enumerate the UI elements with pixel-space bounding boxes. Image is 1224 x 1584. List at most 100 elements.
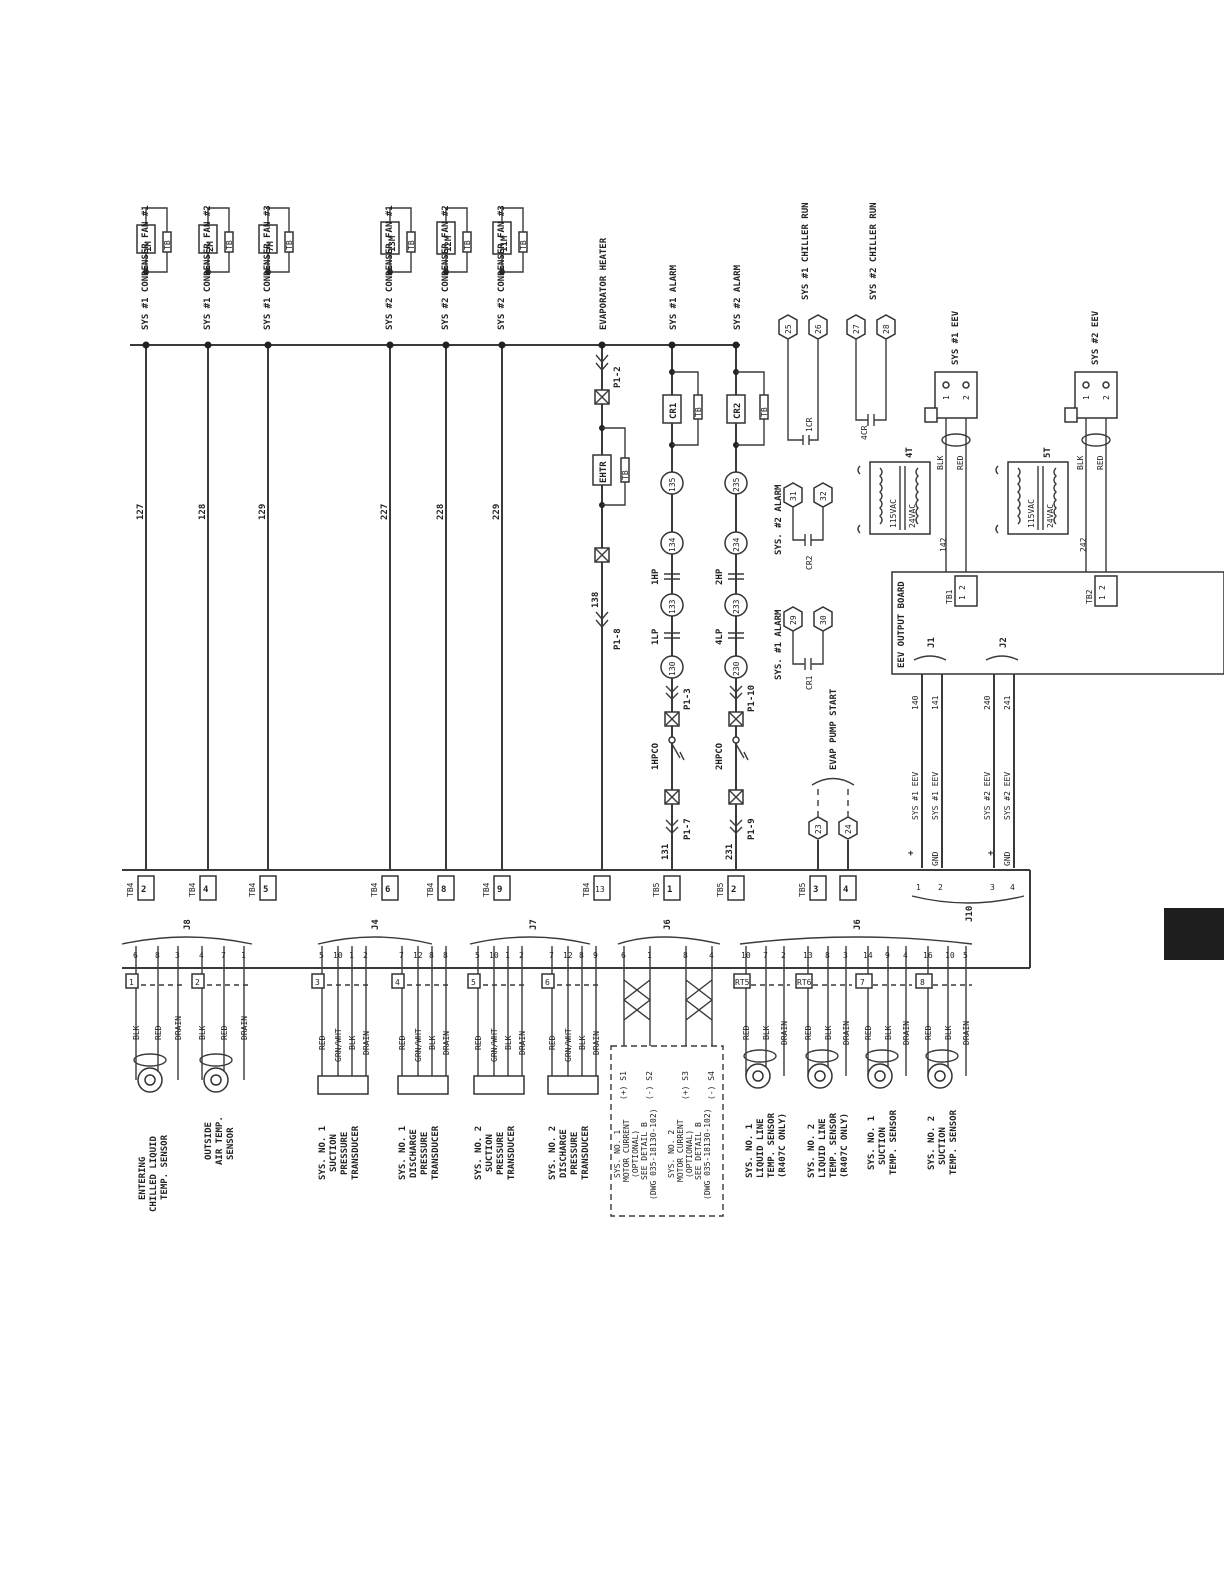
conn-j4: J4	[371, 919, 381, 930]
alarm-contact-1-contact: CR1	[805, 675, 814, 690]
alarm-2-n4: 230	[732, 661, 741, 676]
alarm-contact-1-b: 30	[819, 615, 828, 625]
eev-2-sig: SYS #2 EEV	[983, 772, 992, 820]
svg-text:5: 5	[319, 951, 324, 960]
svg-text:1: 1	[241, 951, 246, 960]
eev-1-sec: 24VAC	[908, 504, 917, 528]
alarm-2-coil: CR2	[733, 403, 743, 419]
tb-label-6: TB4	[482, 882, 491, 897]
alarm-1-n3: 133	[668, 599, 677, 614]
svg-text:RED: RED	[220, 1025, 229, 1040]
alarm-contact-1-label: SYS. #1 ALARM	[774, 609, 784, 680]
svg-text:RED: RED	[154, 1025, 163, 1040]
svg-text:OUTSIDE: OUTSIDE	[204, 1122, 214, 1160]
tb-label-1: TB4	[126, 882, 135, 897]
tb-label-2: TB4	[188, 882, 197, 897]
alarm-branch-2: SYS #2 ALARM CR2 TB 235 234 2HP 233 4LP …	[715, 264, 769, 870]
transducer-3: 5 5 10 1 2 RED GRN/WHT BLK DRAIN SYS. NO…	[467, 946, 527, 1180]
svg-text:5: 5	[471, 978, 476, 987]
eev-2: 1 2 SYS #2 EEV BLK RED 115VAC 24VAC 5T 2…	[995, 310, 1118, 572]
alarm-1-pc: 1HPCO	[651, 742, 661, 770]
svg-text:6: 6	[621, 951, 626, 960]
eev-2-w1: 240	[983, 695, 992, 710]
svg-text:BLK: BLK	[504, 1035, 513, 1050]
fan-6-coil: 11M	[500, 235, 510, 252]
fan-5-wire: 228	[436, 504, 446, 520]
fan-5-coil: 12M	[444, 235, 454, 252]
svg-text:RED: RED	[864, 1025, 873, 1040]
svg-text:SYS. NO. 1: SYS. NO. 1	[613, 1130, 622, 1178]
svg-text:7: 7	[399, 951, 404, 960]
svg-text:BLK: BLK	[824, 1025, 833, 1040]
evap-pump-start: 23 24 EVAP PUMP START	[808, 688, 858, 870]
tb-term-4: 6	[385, 885, 390, 895]
svg-text:BLK: BLK	[348, 1035, 357, 1050]
svg-text:MOTOR CURRENT: MOTOR CURRENT	[676, 1119, 685, 1182]
svg-text:1: 1	[505, 951, 510, 960]
heater-plug-b: P1-8	[613, 628, 623, 650]
chiller-run-1: 25 26 SYS #1 CHILLER RUN 1CR	[778, 202, 828, 445]
svg-text:PRESSURE: PRESSURE	[570, 1132, 580, 1175]
svg-text:TEMP. SENSOR: TEMP. SENSOR	[160, 1134, 170, 1200]
evap-pump-a: 23	[814, 824, 823, 834]
eev-1-wire: 142	[939, 537, 948, 552]
eev-2-w2: 241	[1003, 695, 1012, 710]
alarm-contact-2: 31 32 SYS. #2 ALARM CR2	[774, 482, 833, 570]
temp-sensor-r2: RT6 13 8 3 RED BLK DRAIN SYS. NO. 2 LIQU…	[795, 946, 852, 1178]
eev-board-label: EEV OUTPUT BOARD	[897, 581, 907, 668]
temp-sensor-r3: 7 14 9 4 RED BLK DRAIN SYS. NO. 1 SUCTIO…	[855, 946, 912, 1175]
alarm-2-label: SYS #2 ALARM	[733, 264, 743, 330]
svg-text:AIR TEMP.: AIR TEMP.	[215, 1116, 225, 1165]
svg-text:RED: RED	[398, 1035, 407, 1050]
tb2-pin2: 2	[1098, 585, 1107, 590]
eev-1-pin-1: 1	[942, 395, 951, 400]
alarm-2-pc: 2HPCO	[715, 742, 725, 770]
svg-text:DISCHARGE: DISCHARGE	[559, 1129, 569, 1178]
svg-text:TEMP. SENSOR: TEMP. SENSOR	[829, 1112, 839, 1178]
svg-text:2: 2	[519, 951, 524, 960]
svg-text:BLK: BLK	[428, 1035, 437, 1050]
svg-text:SUCTION: SUCTION	[329, 1134, 339, 1172]
chiller-run-2: 27 28 SYS #2 CHILLER RUN 4CR	[846, 202, 896, 440]
svg-text:(-) S2: (-) S2	[645, 1071, 654, 1100]
svg-text:12: 12	[413, 951, 423, 960]
heater-plug-a: P1-2	[613, 366, 623, 388]
chiller-run-1-a: 25	[784, 324, 793, 334]
fan-4-label: SYS #2 CONDENSER FAN #1	[385, 205, 395, 330]
tb-term-11: 4	[843, 885, 849, 895]
alarm-branch-1: SYS #1 ALARM CR1 TB 135 134 1HP 133 1LP …	[651, 264, 703, 870]
chiller-run-1-b: 26	[814, 324, 823, 334]
svg-text:10: 10	[489, 951, 499, 960]
svg-text:TRANSDUCER: TRANSDUCER	[431, 1125, 441, 1180]
eev-2-red: RED	[1096, 455, 1105, 470]
fan-branch-2: 2M TB SYS #1 CONDENSER FAN #2 128	[198, 205, 234, 870]
svg-text:BLK: BLK	[198, 1025, 207, 1040]
svg-text:SUCTION: SUCTION	[938, 1127, 948, 1165]
svg-text:8: 8	[579, 951, 584, 960]
svg-text:9: 9	[593, 951, 598, 960]
svg-text:7: 7	[763, 951, 768, 960]
tb-term-1: 2	[141, 885, 146, 895]
svg-text:(R407C ONLY): (R407C ONLY)	[778, 1113, 788, 1178]
alarm-1-n2: 134	[668, 537, 677, 552]
svg-text:TEMP. SENSOR: TEMP. SENSOR	[767, 1112, 777, 1178]
alarm-2-plug2: P1-9	[747, 818, 757, 840]
svg-text:10: 10	[945, 951, 955, 960]
fan-2-coil: 2M	[206, 241, 216, 252]
svg-text:12: 12	[563, 951, 573, 960]
svg-text:SEE DETAIL B: SEE DETAIL B	[640, 1122, 649, 1180]
svg-text:4: 4	[709, 951, 714, 960]
svg-text:SEE DETAIL B: SEE DETAIL B	[694, 1122, 703, 1180]
evap-pump-label: EVAP PUMP START	[829, 688, 839, 770]
fan-3-wire: 129	[258, 504, 268, 520]
chiller-run-2-a: 27	[852, 324, 861, 334]
svg-text:RED: RED	[318, 1035, 327, 1050]
svg-text:GRN/WHT: GRN/WHT	[414, 1028, 423, 1062]
svg-text:DRAIN: DRAIN	[362, 1031, 371, 1055]
svg-text:14: 14	[863, 951, 873, 960]
svg-text:DRAIN: DRAIN	[592, 1031, 601, 1055]
svg-text:6: 6	[133, 951, 138, 960]
temp-sensor-r4: 8 16 10 5 RED BLK DRAIN SYS. NO. 2 SUCTI…	[915, 946, 972, 1175]
eev-2-pin-1: 1	[1082, 395, 1091, 400]
